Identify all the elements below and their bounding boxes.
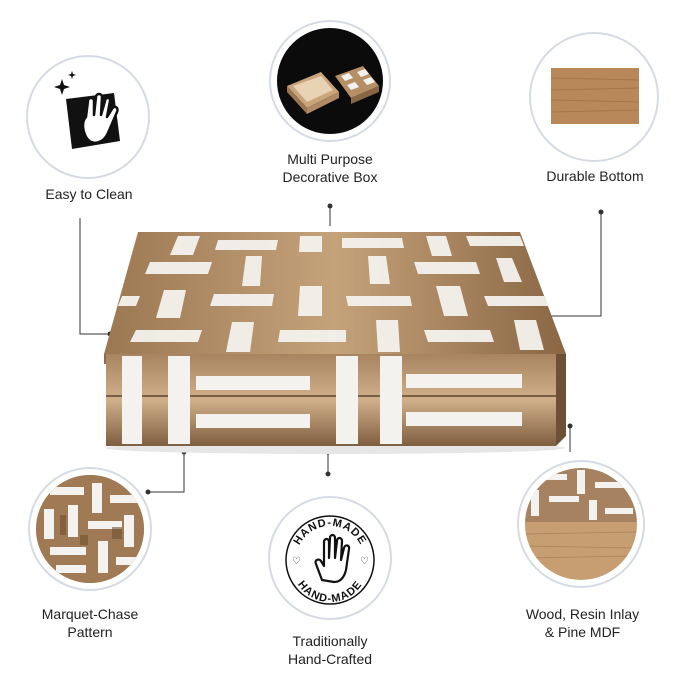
open-box-with-lid-photo [287,66,379,114]
multi-purpose-line1: Multi Purpose [287,151,373,167]
multi-purpose-line2: Decorative Box [282,169,378,185]
multi-purpose-label: Multi Purpose Decorative Box [250,150,410,186]
heart-right-icon: ♡ [360,556,369,567]
handcrafted-circle: HAND-MADE HAND-MADE ♡ ♡ [268,496,392,620]
durable-bottom-label: Durable Bottom [520,167,670,185]
marquet-line2: Pattern [67,624,113,640]
badge-bottom-text: HAND-MADE [295,579,364,606]
marquet-label: Marquet-Chase Pattern [20,605,160,641]
marquet-circle [28,467,152,591]
handcrafted-line2: Hand-Crafted [287,651,373,667]
svg-text:HAND-MADE: HAND-MADE [295,579,365,606]
pattern-closeup-photo [36,475,144,583]
corner-closeup-photo [525,468,637,580]
materials-line2: & Pine MDF [544,624,621,640]
materials-line1: Wood, Resin Inlay [525,606,640,622]
cleaning-cloth-icon [54,71,120,149]
easy-clean-label: Easy to Clean [24,185,154,203]
easy-clean-text: Easy to Clean [45,186,133,202]
handcrafted-line1: Traditionally [292,633,368,649]
heart-left-icon: ♡ [292,556,301,567]
wood-grain-bottom-photo [550,68,640,124]
marquet-line1: Marquet-Chase [41,606,139,622]
materials-label: Wood, Resin Inlay & Pine MDF [500,605,665,641]
easy-clean-circle [26,55,150,179]
materials-circle [517,460,645,588]
durable-bottom-text: Durable Bottom [546,168,644,184]
handcrafted-label: Traditionally Hand-Crafted [250,632,410,668]
hand-made-badge: HAND-MADE HAND-MADE ♡ ♡ [285,515,375,606]
hand-icon [314,533,351,584]
durable-bottom-circle [529,32,659,162]
multi-purpose-circle [269,20,391,142]
